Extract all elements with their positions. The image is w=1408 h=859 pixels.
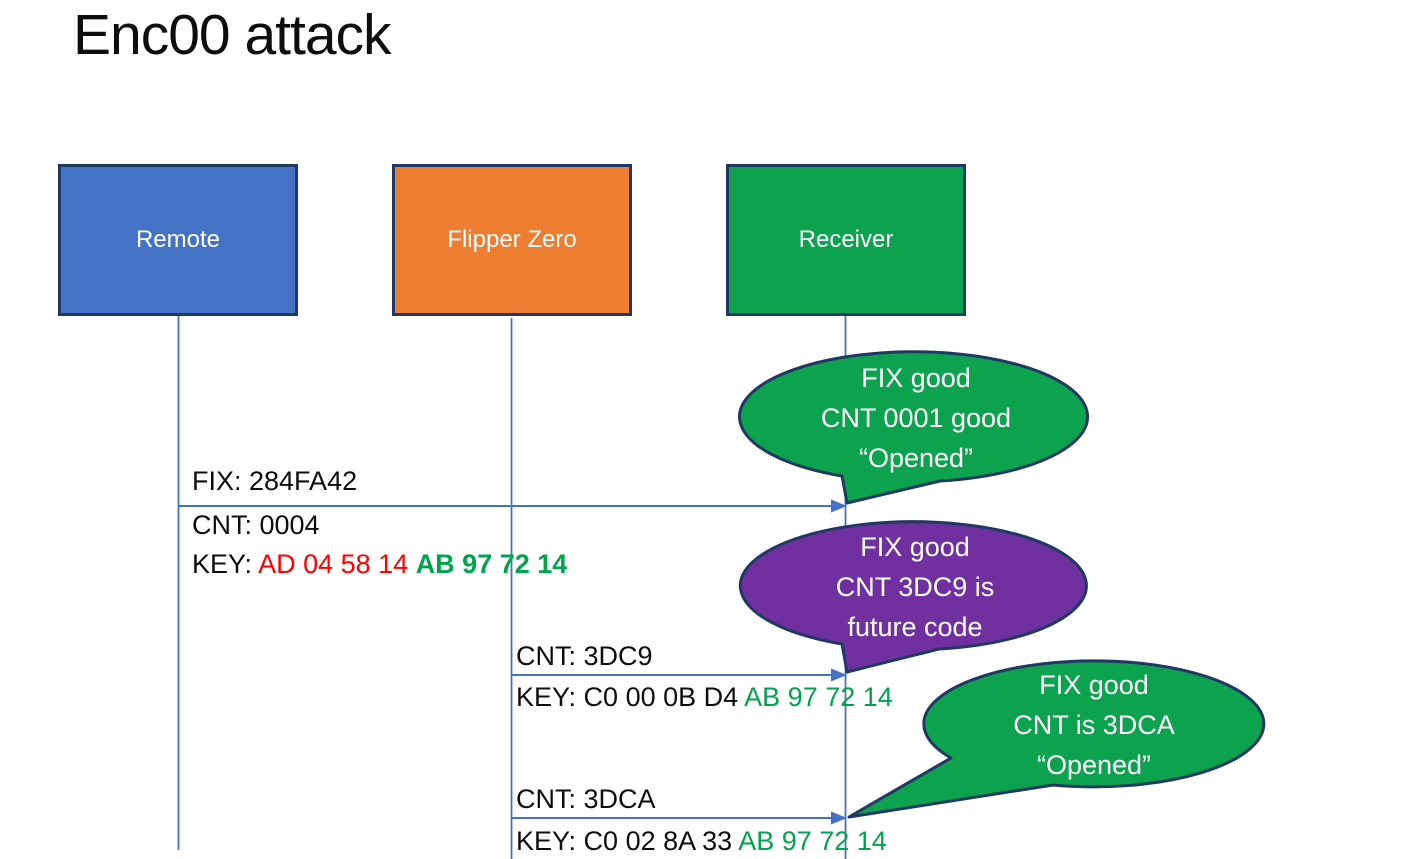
key-prefix: KEY: [516,682,584,712]
arrowhead-icon [831,668,847,682]
message-2-key-label: KEY: C0 00 0B D4 AB 97 72 14 [516,682,893,713]
callout-line: FIX good [860,532,970,562]
callout-line: “Opened” [858,443,974,473]
actor-label-remote: Remote [135,226,221,253]
callout-line: “Opened” [1036,750,1152,780]
message-1-fix-label: FIX: 284FA42 [192,466,358,496]
callout-bubble-3 [847,659,1266,819]
message-3-cnt-label: CNT: 3DCA [516,784,656,814]
arrowhead-icon [831,499,847,513]
message-1-key-label: KEY: AD 04 58 14 AB 97 72 14 [192,549,567,580]
key-prefix: KEY: [192,549,259,579]
callout-line: FIX good [1039,670,1149,700]
callout-line: CNT is 3DCA [1013,710,1175,740]
actor-label-flipper-zero: Flipper Zero [447,226,577,253]
callout-bubble-2 [738,520,1088,674]
callout-3-text: FIX good CNT is 3DCA “Opened” [924,665,1264,785]
arrowhead-icon [831,811,847,825]
key-prefix: KEY: [516,826,584,856]
callout-line: CNT 0001 good [820,403,1012,433]
message-2-cnt-label: CNT: 3DC9 [516,641,653,671]
message-1-cnt-label: CNT: 0004 [192,510,320,540]
callout-line: FIX good [861,363,971,393]
actor-box-flipper-zero: Flipper Zero [392,164,632,316]
key-green-bytes: AB 97 72 14 [738,826,887,856]
key-green-bytes: AB 97 72 14 [744,682,893,712]
callout-1-text: FIX good CNT 0001 good “Opened” [742,358,1090,478]
callout-bubble-1 [738,350,1090,505]
message-3-key-label: KEY: C0 02 8A 33 AB 97 72 14 [516,826,887,857]
actor-label-receiver: Receiver [798,226,894,253]
callout-line: CNT 3DC9 is [835,572,995,602]
actor-box-remote: Remote [58,164,298,316]
actor-box-receiver: Receiver [726,164,966,316]
key-red-bytes: AD 04 58 14 [258,549,416,579]
key-green-bytes: AB 97 72 14 [415,549,568,579]
page-title: Enc00 attack [73,3,392,67]
key-black-bytes: C0 02 8A 33 [583,826,739,856]
callout-line: future code [847,612,983,642]
callout-2-text: FIX good CNT 3DC9 is future code [742,527,1088,647]
key-black-bytes: C0 00 0B D4 [583,682,745,712]
